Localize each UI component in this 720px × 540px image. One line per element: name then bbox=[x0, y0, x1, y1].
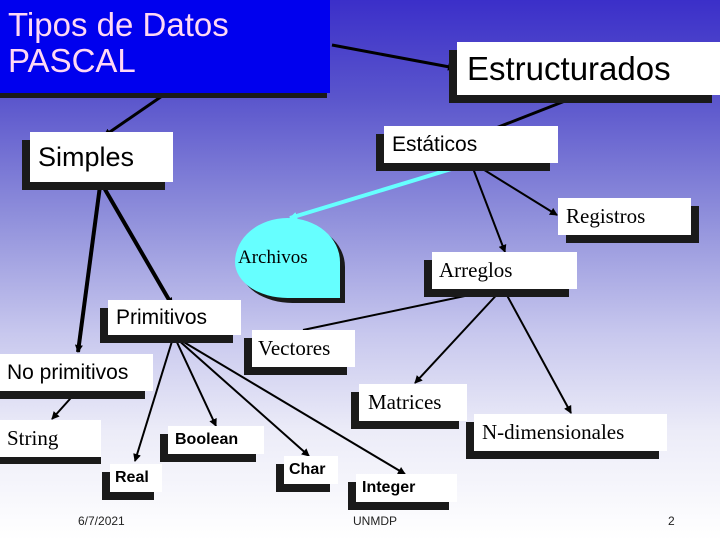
node-arreglos: Arreglos bbox=[432, 252, 577, 289]
edge-simples-no-primitivos bbox=[74, 185, 102, 353]
footer-page-number: 2 bbox=[668, 514, 675, 528]
node-simples: Simples bbox=[30, 132, 173, 182]
footer-institution: UNMDP bbox=[353, 514, 397, 528]
node-string: String bbox=[0, 420, 101, 457]
node-vectores: Vectores bbox=[252, 330, 355, 367]
node-primitivos: Primitivos bbox=[108, 300, 241, 335]
edge-estaticos-arreglos bbox=[470, 162, 507, 253]
node-matrices: Matrices bbox=[359, 384, 467, 421]
edge-title-simples bbox=[103, 92, 166, 138]
edge-simples-primitivos bbox=[101, 184, 174, 307]
edge-prim-boolean bbox=[174, 337, 217, 427]
node-n-dimensionales: N-dimensionales bbox=[474, 414, 667, 451]
node-boolean: Boolean bbox=[168, 426, 264, 454]
node-registros: Registros bbox=[558, 198, 691, 235]
edge-noprim-string bbox=[51, 389, 79, 420]
node-integer: Integer bbox=[356, 474, 457, 502]
edge-estaticos-registros bbox=[472, 162, 558, 216]
edge-arreglos-ndim bbox=[502, 287, 572, 414]
node-no-primitivos: No primitivos bbox=[0, 354, 153, 391]
node-estaticos: Estáticos bbox=[384, 126, 558, 163]
node-estructurados: Estructurados bbox=[457, 42, 720, 95]
node-char: Char bbox=[284, 456, 338, 484]
title-line-1: Tipos de Datos bbox=[8, 6, 229, 43]
slide-title: Tipos de Datos PASCAL bbox=[0, 0, 330, 93]
node-archivos: Archivos bbox=[235, 218, 340, 298]
footer-date: 6/7/2021 bbox=[78, 514, 125, 528]
edge-arreglos-matrices bbox=[414, 287, 504, 384]
edge-estaticos-archivos bbox=[289, 161, 472, 220]
edge-title-estructurados bbox=[331, 43, 456, 71]
title-line-2: PASCAL bbox=[8, 42, 136, 79]
node-real: Real bbox=[110, 464, 162, 492]
